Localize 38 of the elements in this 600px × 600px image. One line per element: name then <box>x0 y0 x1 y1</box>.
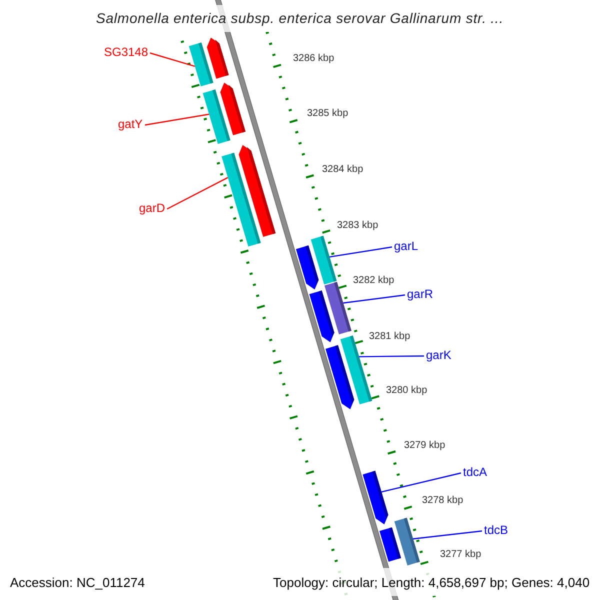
gene-label: garK <box>426 349 452 361</box>
info-text: Topology: circular; Length: 4,658,697 bp; Genes: 4,040 <box>273 576 590 588</box>
gene-label: garR <box>407 288 434 300</box>
leader-line <box>343 294 406 304</box>
leader-line <box>166 177 228 210</box>
leader-line <box>329 246 392 258</box>
scale-label: 3286 kbp <box>293 54 334 64</box>
gene-feature <box>309 290 334 342</box>
gene-label: gatY <box>118 118 143 130</box>
scale-label: 3284 kbp <box>322 165 364 175</box>
gene-label: tdcA <box>463 466 488 478</box>
gene-label: tdcB <box>484 524 508 536</box>
scale-label: 3280 kbp <box>386 386 428 396</box>
feature-bar <box>379 527 402 562</box>
gene-label: SG3148 <box>104 46 148 58</box>
scale-label: 3285 kbp <box>307 109 348 119</box>
info-text: Accession: NC_011274 <box>10 576 145 588</box>
feature-bar <box>222 152 261 247</box>
leader-line <box>412 530 482 540</box>
feature-bar <box>188 42 214 86</box>
leader-line <box>359 355 424 358</box>
leader-line <box>144 114 210 126</box>
feature-bar <box>202 89 230 144</box>
leader-line <box>381 472 462 493</box>
scale-label: 3282 kbp <box>353 276 394 286</box>
scale-label: 3283 kbp <box>337 221 378 231</box>
gene-feature <box>362 470 388 524</box>
title: Salmonella enterica subsp. enterica serovar Gallinarum str. ... <box>96 11 504 25</box>
gene-feature <box>206 38 229 79</box>
leader-line <box>150 52 196 67</box>
scale-label: 3278 kbp <box>422 496 464 506</box>
scale-label: 3281 kbp <box>369 332 410 342</box>
gene-label: garL <box>394 240 418 252</box>
gene-feature <box>296 245 319 290</box>
gene-feature <box>326 345 354 410</box>
scale-label: 3279 kbp <box>404 441 446 451</box>
scale-label: 3277 kbp <box>440 550 482 560</box>
gene-label: garD <box>139 202 166 214</box>
